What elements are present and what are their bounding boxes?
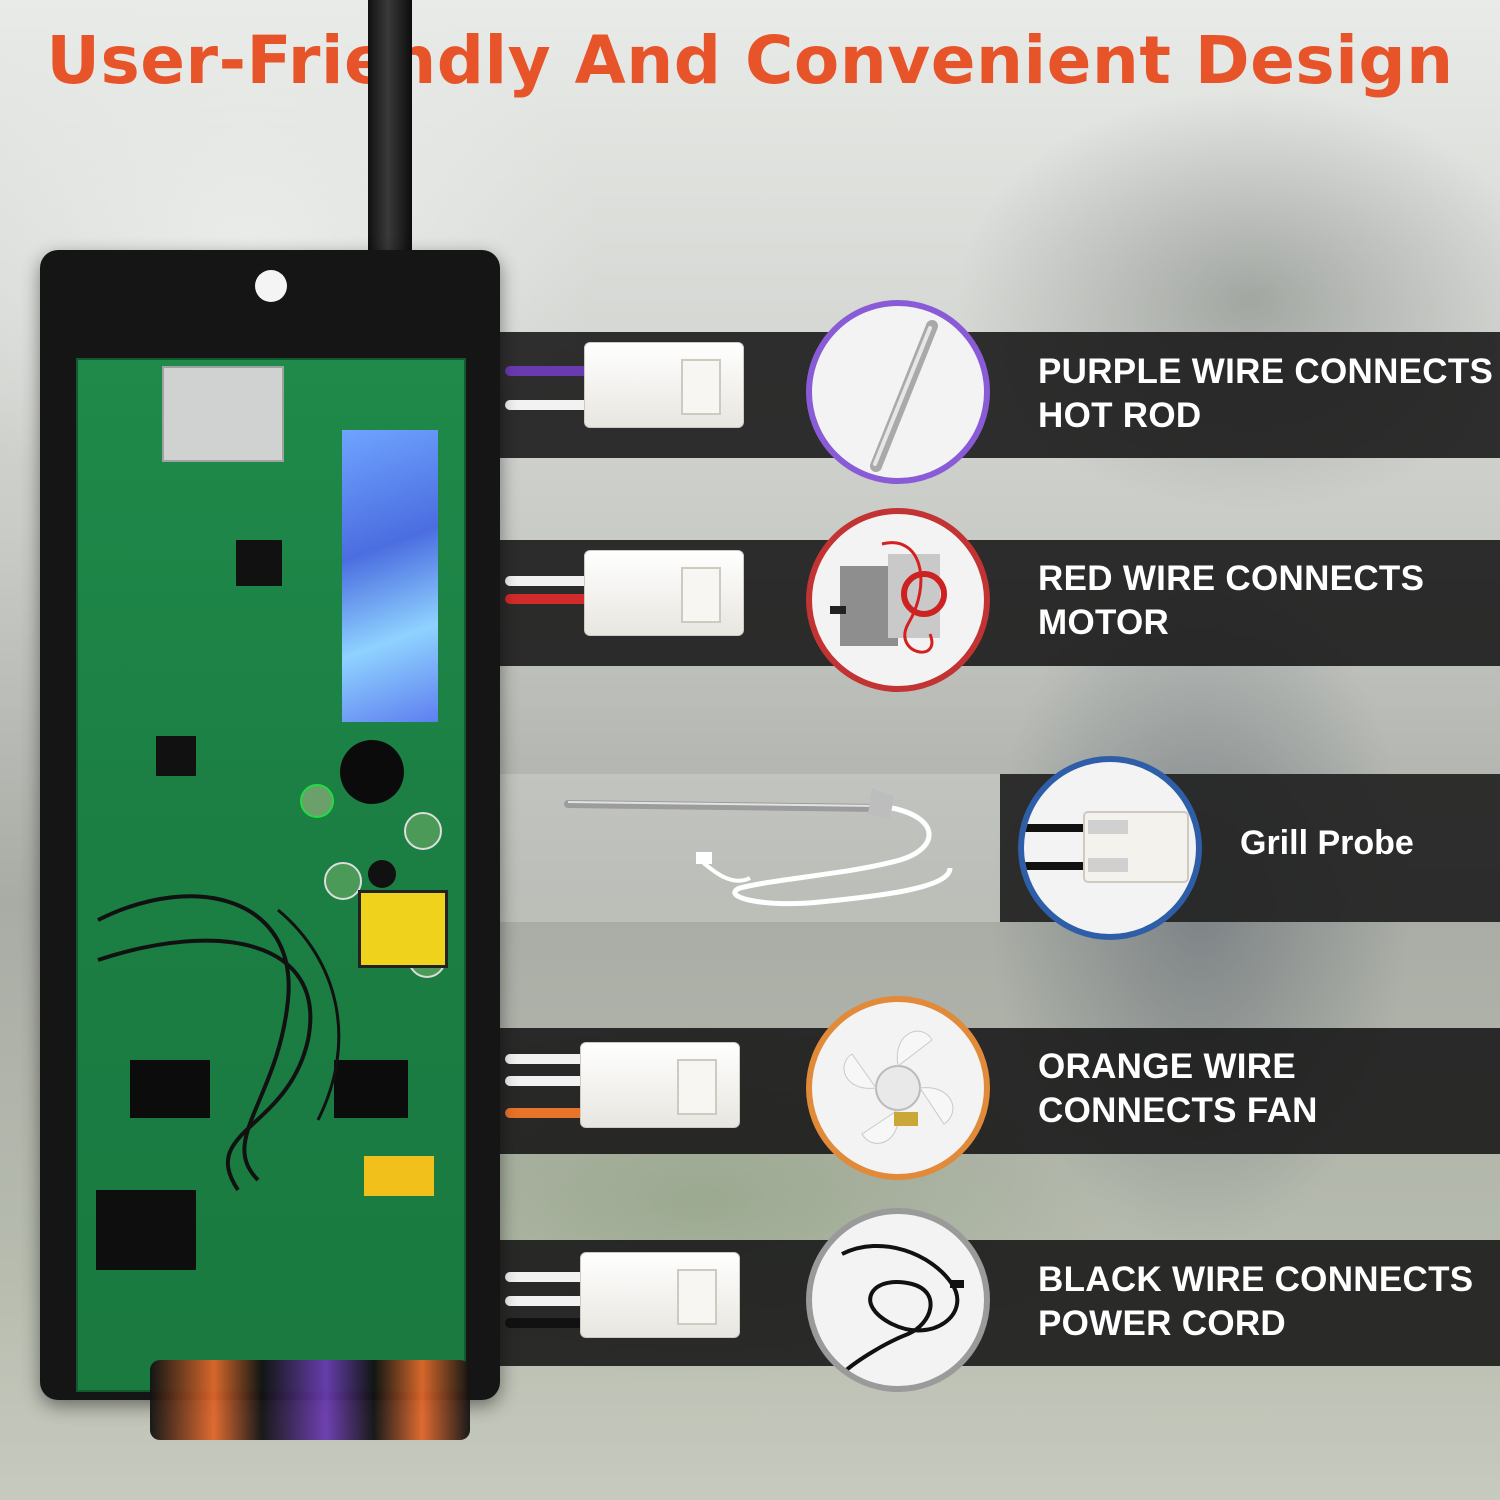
fcc-label-sticker: [342, 430, 438, 722]
fan-icon: [806, 996, 990, 1180]
capacitor: [404, 812, 442, 850]
grill-probe-icon: [1018, 756, 1202, 940]
caption-line-2: POWER CORD: [1038, 1304, 1286, 1343]
connector-power-cord: [580, 1252, 740, 1338]
purple-wire: [505, 366, 595, 376]
wire-bundle: [150, 1360, 470, 1440]
film-capacitor: [364, 1156, 434, 1196]
caption-line-1: RED WIRE CONNECTS: [1038, 559, 1425, 598]
controller-enclosure: [40, 250, 500, 1400]
caption-hot-rod: PURPLE WIRE CONNECTS HOT ROD: [1038, 350, 1493, 438]
capacitor: [324, 862, 362, 900]
white-wire: [505, 1076, 595, 1086]
caption-motor: RED WIRE CONNECTS MOTOR: [1038, 557, 1424, 645]
caption-line-1: ORANGE WIRE: [1038, 1047, 1297, 1086]
caption-line-2: HOT ROD: [1038, 396, 1202, 435]
capacitor: [368, 860, 396, 888]
orange-wire: [505, 1108, 595, 1118]
caption-power-cord: BLACK WIRE CONNECTS POWER CORD: [1038, 1258, 1473, 1346]
relay: [96, 1190, 196, 1270]
transformer: [358, 890, 448, 968]
caption-line-1: BLACK WIRE CONNECTS: [1038, 1260, 1474, 1299]
hot-rod-icon: [806, 300, 990, 484]
connector-motor: [584, 550, 744, 636]
connector-hot-rod: [584, 342, 744, 428]
page-title: User-Friendly And Convenient Design: [46, 22, 1454, 99]
caption-line-2: MOTOR: [1038, 603, 1170, 642]
grill-probe-label: Grill Probe: [1240, 824, 1414, 862]
mounting-hole: [255, 270, 287, 302]
microcontroller-chip: [156, 736, 196, 776]
grill-probe-illustration: [564, 788, 953, 907]
white-wire: [505, 1272, 595, 1282]
white-wire: [505, 576, 595, 586]
heatsink: [130, 1060, 210, 1118]
circuit-board: [76, 358, 466, 1392]
motor-icon: [806, 508, 990, 692]
caption-line-2: CONNECTS FAN: [1038, 1091, 1318, 1130]
heatsink: [334, 1060, 408, 1118]
caption-line-1: PURPLE WIRE CONNECTS: [1038, 352, 1494, 391]
power-cord-icon: [806, 1208, 990, 1392]
capacitor: [300, 784, 334, 818]
internal-wiring: [97, 894, 341, 1192]
white-wire: [505, 1296, 595, 1306]
black-wire: [505, 1318, 595, 1328]
connector-fan: [580, 1042, 740, 1128]
microcontroller-chip: [236, 540, 282, 586]
antenna: [368, 0, 412, 262]
caption-fan: ORANGE WIRE CONNECTS FAN: [1038, 1045, 1318, 1133]
red-wire: [505, 594, 595, 604]
white-wire: [505, 400, 595, 410]
wifi-module: [162, 366, 284, 462]
white-wire: [505, 1054, 595, 1064]
buzzer: [340, 740, 404, 804]
